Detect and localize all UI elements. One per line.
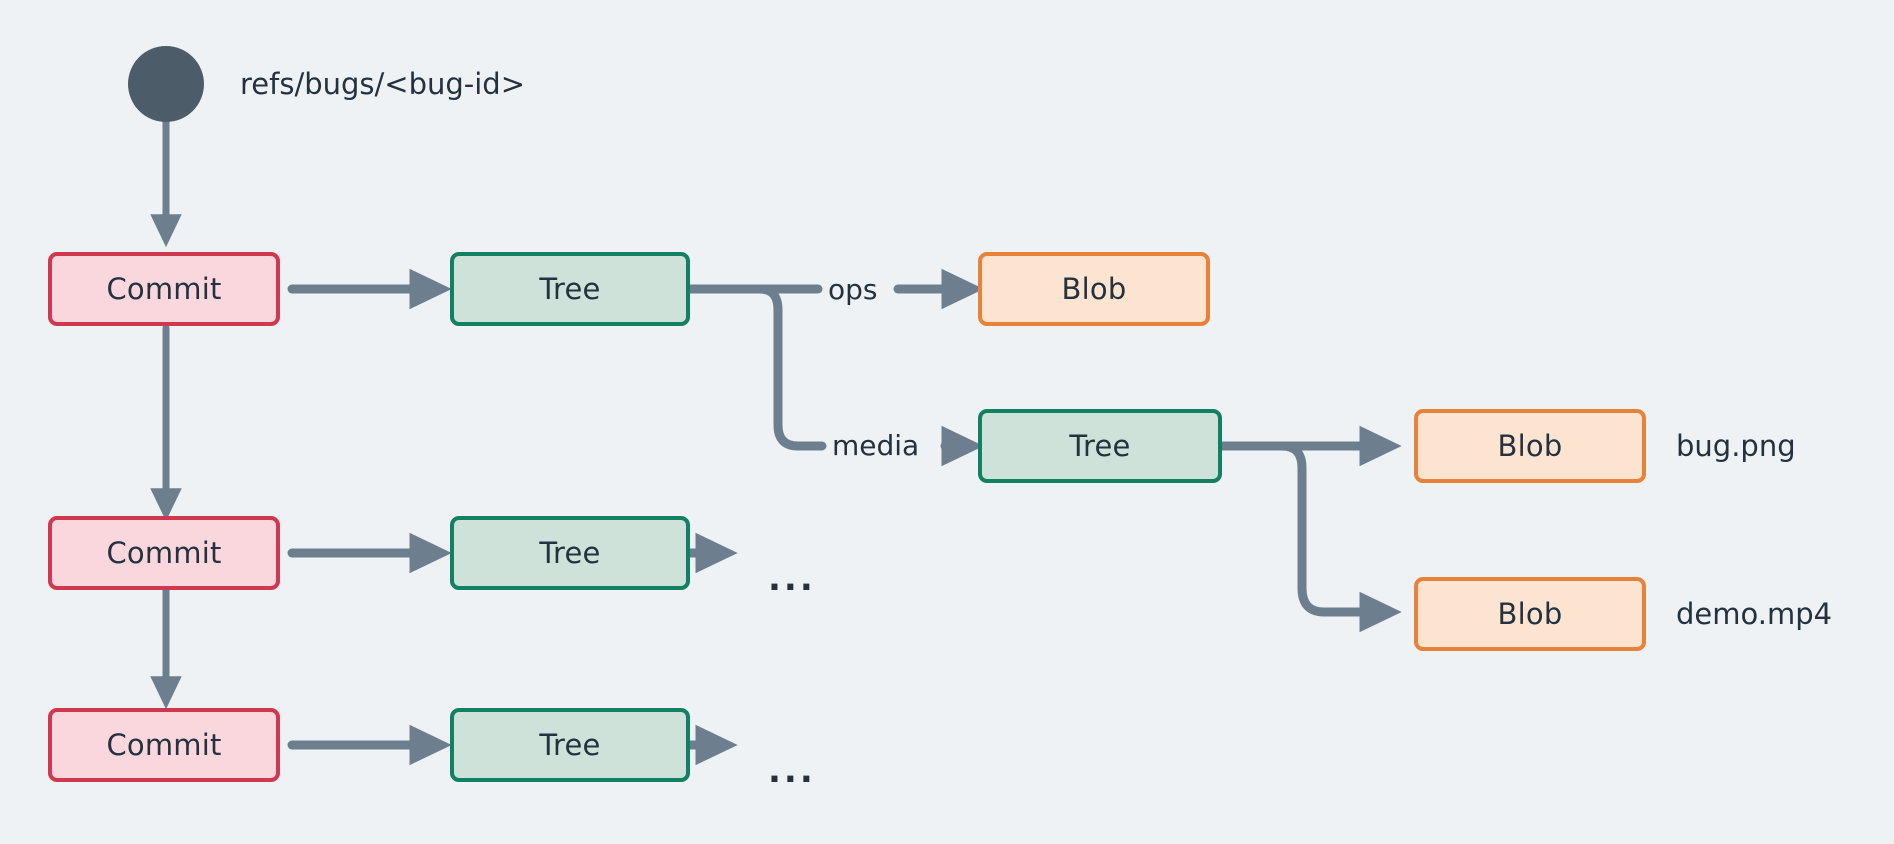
blob-caption-demomp4: demo.mp4 [1676,597,1833,631]
edge-label-media: media [832,429,920,462]
commit-node-2[interactable]: Commit [48,516,280,590]
blob-node-bugpng-label: Blob [1497,429,1563,463]
tree-node-media[interactable]: Tree [978,409,1222,483]
ellipsis-row-3: ... [768,751,816,791]
tree-node-1[interactable]: Tree [450,252,690,326]
commit-node-3[interactable]: Commit [48,708,280,782]
blob-node-demomp4[interactable]: Blob [1414,577,1646,651]
tree-node-2-label: Tree [539,536,601,570]
blob-node-bugpng[interactable]: Blob [1414,409,1646,483]
tree-node-3-label: Tree [539,728,601,762]
blob-caption-bugpng: bug.png [1676,429,1796,463]
commit-node-3-label: Commit [106,728,222,762]
edge-tree1-to-media-label [685,284,827,451]
edge-treemedia-to-blob-demomp4 [1217,441,1402,633]
tree-node-1-label: Tree [539,272,601,306]
blob-node-ops-label: Blob [1061,272,1127,306]
ref-pointer-dot[interactable] [128,46,204,122]
ellipsis-row-2: ... [768,559,816,599]
commit-node-1[interactable]: Commit [48,252,280,326]
blob-node-ops[interactable]: Blob [978,252,1210,326]
commit-node-2-label: Commit [106,536,222,570]
edge-label-ops: ops [828,273,878,306]
blob-node-demomp4-label: Blob [1497,597,1563,631]
tree-node-2[interactable]: Tree [450,516,690,590]
tree-node-media-label: Tree [1069,429,1131,463]
commit-node-1-label: Commit [106,272,222,306]
tree-node-3[interactable]: Tree [450,708,690,782]
ref-label: refs/bugs/<bug-id> [240,67,526,101]
